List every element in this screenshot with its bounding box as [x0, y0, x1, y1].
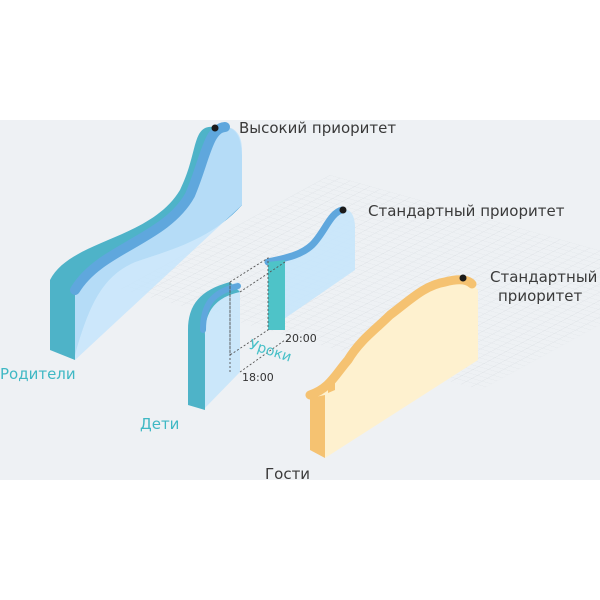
guests-wave [305, 274, 478, 458]
children-lesson-slice [188, 282, 241, 410]
parents-marker-dot [211, 124, 219, 132]
parents-wave [50, 122, 242, 360]
children-group-label: Дети [140, 415, 180, 433]
lesson-end-time: 20:00 [285, 332, 317, 345]
floor-grid [120, 175, 600, 390]
guests-priority-label-line1: Стандартный [490, 268, 598, 286]
parents-priority-label: Высокий приоритет [239, 119, 397, 137]
guests-priority-label-line2: приоритет [498, 287, 583, 305]
lesson-start-time: 18:00 [242, 371, 274, 384]
children-wave [264, 206, 355, 330]
children-priority-label: Стандартный приоритет [368, 202, 565, 220]
guests-marker-dot [459, 274, 467, 282]
children-marker-dot [339, 206, 347, 214]
guests-group-label: Гости [265, 465, 311, 483]
lesson-frame [229, 257, 286, 373]
parents-group-label: Родители [0, 365, 76, 383]
